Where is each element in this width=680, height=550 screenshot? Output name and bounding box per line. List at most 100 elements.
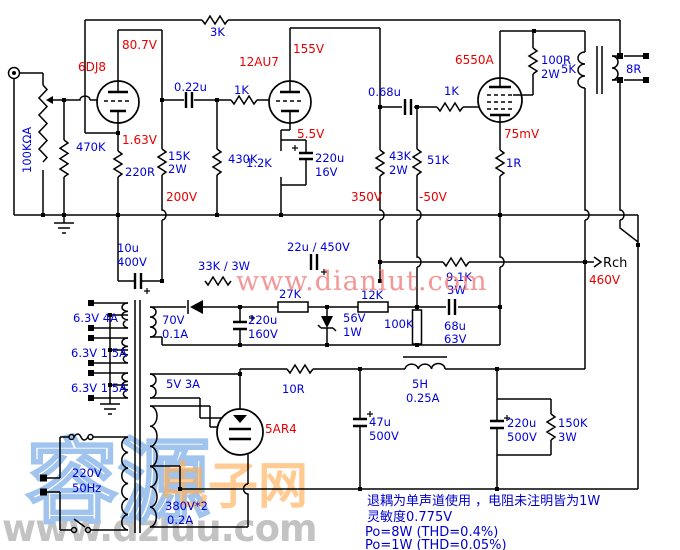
label-zener-w: 1W: [343, 325, 362, 339]
note-line-2: 灵敏度0.775V: [367, 509, 452, 525]
label-rch-node: Rch: [603, 256, 627, 271]
label-c22u: 22u / 450V: [287, 240, 350, 254]
label-r1k-v2: 1K: [234, 83, 249, 97]
resistor-27k-box: [277, 301, 309, 313]
label-choke-a: 0.25A: [406, 391, 440, 405]
label-pot: 100KΩA: [20, 127, 34, 173]
label-r9k1-w: 3W: [447, 283, 466, 297]
label-r43k-w: 2W: [389, 163, 408, 177]
input-jack-icon: [7, 66, 21, 80]
label-r27k: 27K: [279, 287, 302, 301]
resistor-100k-box: [411, 309, 423, 345]
note-line-3: Po=8W (THD=0.4%): [365, 525, 498, 540]
label-r15k: 15K: [168, 149, 191, 163]
pot-wiper-arrow: [46, 96, 53, 104]
rch-arrow: [593, 256, 603, 268]
label-r1r: 1R: [506, 156, 521, 170]
junction-dots: [41, 29, 640, 491]
label-c220u160-v: 160V: [248, 327, 278, 341]
label-zener: 56V: [343, 311, 366, 325]
tube-5ar4-envelope: [216, 408, 264, 456]
label-r1k-v3: 1K: [444, 84, 459, 98]
watermark-dianlut: www.dianlut.com: [236, 266, 488, 297]
terminals: [40, 53, 649, 496]
mains-terminal: [40, 488, 47, 496]
label-v1-cathode: 1.63V: [122, 133, 158, 147]
label-v1-plate: 80.7V: [122, 38, 158, 52]
tube-6dj8-envelope: [96, 80, 140, 124]
label-r1k2: 1.2K: [246, 156, 272, 170]
label-rail-460v: 460V: [589, 273, 621, 287]
label-w70v-a: 0.1A: [162, 327, 188, 341]
label-bias-50v: -50V: [419, 190, 448, 204]
label-r470k: 470K: [76, 140, 106, 154]
label-v3-cathode: 75mV: [504, 127, 540, 141]
label-c220u500: 220u: [507, 416, 536, 430]
label-tube-6dj8: 6DJ8: [78, 60, 106, 74]
label-w380-a: 0.2A: [167, 513, 193, 527]
diodes: [187, 300, 337, 332]
rectifier-cathode-arrow: [233, 415, 247, 423]
label-w380: 380V*2: [165, 499, 208, 513]
mains-terminal: [40, 474, 47, 482]
resistor-12k-box: [357, 301, 389, 313]
speaker-terminal: [643, 77, 649, 83]
notes-block: 退耦为单声道使用 ，电阻未注明皆为1W 灵敏度0.775V Po=8W (THD…: [365, 493, 600, 550]
label-mains-freq: 50Hz: [72, 481, 101, 495]
component-labels: 3K 100KΩA 470K 220R 15K 2W 430K 0.22u 1K…: [20, 25, 641, 527]
label-r220r: 220R: [125, 165, 155, 179]
label-rail-200v: 200V: [166, 190, 198, 204]
speaker-terminal: [617, 53, 623, 59]
label-w63v15a-2: 6.3V 1.5A: [71, 381, 127, 395]
label-tube-12au7: 12AU7: [239, 55, 279, 69]
transformer-windings: [121, 51, 619, 531]
tube-symbols: [96, 77, 523, 456]
heater-winding-coils: [121, 51, 619, 531]
label-c68u-v: 63V: [444, 332, 467, 346]
label-r100r-w: 2W: [541, 67, 560, 81]
label-r51k: 51K: [427, 153, 450, 167]
label-r10r: 10R: [282, 382, 305, 396]
power-switch-icon: [84, 526, 92, 534]
tube-6550a-envelope: [477, 77, 523, 123]
label-mains: 220V: [72, 466, 102, 480]
label-r150k: 150K: [558, 416, 588, 430]
label-v2-cathode: 5.5V: [297, 127, 325, 141]
label-c022: 0.22u: [174, 80, 207, 94]
label-c68u: 68u: [444, 319, 466, 333]
label-tube-6550a: 6550A: [455, 53, 495, 67]
label-r43k: 43K: [389, 149, 412, 163]
note-line-4: Po=1W (THD=0.05%): [365, 538, 507, 550]
label-r100k: 100K: [384, 317, 414, 331]
resistors: [37, 14, 557, 441]
zener-diode: [321, 316, 333, 328]
label-w5v3a: 5V 3A: [166, 377, 200, 391]
label-r33k: 33K / 3W: [198, 259, 250, 273]
label-c220u500-v: 500V: [507, 430, 537, 444]
label-r430k: 430K: [228, 152, 258, 166]
label-w70v: 70V: [162, 313, 185, 327]
watermark-dianziwang: 电子网: [158, 457, 308, 515]
label-choke: 5H: [412, 377, 428, 391]
label-w63v4a: 6.3V 4A: [73, 311, 118, 325]
speaker-terminal: [617, 77, 623, 83]
misc-symbols: [7, 66, 603, 534]
label-c47u: 47u: [369, 415, 391, 429]
label-c220u16-v: 16V: [315, 165, 338, 179]
tube-12au7-envelope: [268, 80, 312, 124]
watermark-dzluu: www.dzluu.com: [2, 507, 317, 550]
label-c220u160: 220u: [248, 313, 277, 327]
rectifier-diode: [190, 300, 203, 314]
label-c10u-v: 400V: [117, 255, 147, 269]
note-line-1: 退耦为单声道使用 ，电阻未注明皆为1W: [367, 493, 600, 509]
label-w63v15a-1: 6.3V 1.5A: [71, 346, 127, 360]
voltage-labels: 6DJ8 80.7V 1.63V 200V 12AU7 155V 5.5V 35…: [78, 38, 627, 436]
label-tube-5ar4: 5AR4: [265, 422, 297, 436]
label-r12k: 12K: [361, 288, 384, 302]
speaker-terminal: [643, 53, 649, 59]
label-r15k-w: 2W: [168, 162, 187, 176]
label-r150k-w: 3W: [558, 430, 577, 444]
label-c068: 0.68u: [368, 85, 401, 99]
